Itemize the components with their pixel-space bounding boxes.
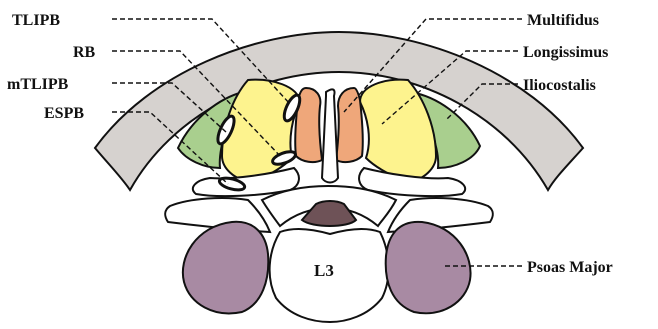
label-psoas-major: Psoas Major [527, 259, 613, 276]
label-longissimus: Longissimus [523, 44, 608, 61]
label-iliocostalis: Iliocostalis [523, 77, 596, 94]
label-tlipb: TLIPB [12, 12, 60, 29]
psoas-major-right [386, 222, 471, 313]
label-vertebra-l3: L3 [314, 261, 334, 280]
label-rb: RB [73, 44, 96, 61]
spinous-process [322, 89, 338, 182]
label-multifidus: Multifidus [527, 12, 599, 29]
label-espb: ESPB [44, 105, 84, 122]
label-mtlipb: mTLIPB [7, 76, 69, 93]
psoas-major-left [183, 222, 268, 314]
multifidus-right [336, 88, 363, 162]
